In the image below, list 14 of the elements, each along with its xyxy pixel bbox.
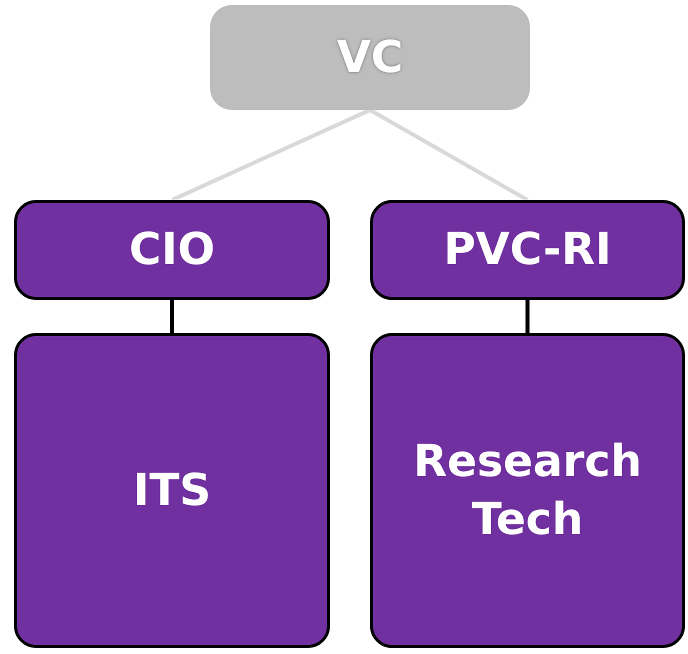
unit-title: PVC-RI (443, 223, 612, 278)
org-unit-box (14, 200, 330, 300)
connector-line (369, 108, 528, 202)
org-unit-box (370, 333, 685, 648)
org-unit-box (14, 333, 330, 648)
connector-line (170, 300, 174, 333)
connector-line (526, 300, 530, 333)
org-unit-box (370, 200, 685, 300)
org-unit-box (210, 5, 530, 110)
unit-title: ITS (132, 464, 212, 518)
unit-title: CIO (128, 223, 216, 278)
connector-line (171, 108, 371, 202)
unit-title: Research Tech (412, 435, 642, 546)
unit-title: VC (336, 30, 404, 85)
